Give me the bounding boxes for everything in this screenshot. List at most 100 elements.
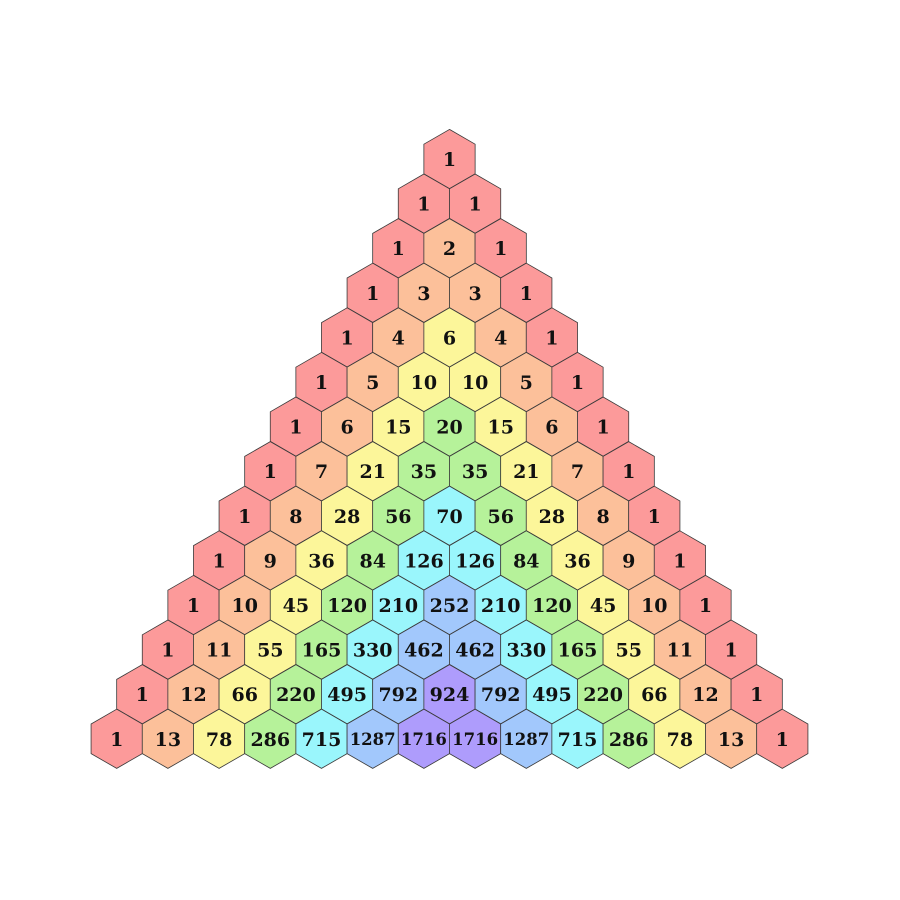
hex-value-label: 10 xyxy=(462,372,488,394)
hex-value-label: 1 xyxy=(110,729,123,751)
hex-value-label: 1 xyxy=(468,194,481,216)
hex-value-label: 252 xyxy=(430,595,470,617)
hex-cell: 165 xyxy=(295,619,348,680)
hex-value-label: 495 xyxy=(532,684,572,706)
hex-value-label: 1 xyxy=(315,372,328,394)
hex-value-label: 55 xyxy=(615,640,641,662)
hex-value-label: 2 xyxy=(443,238,456,260)
hex-cell: 220 xyxy=(577,664,630,725)
hex-cell: 15 xyxy=(372,396,425,457)
hex-value-label: 1 xyxy=(238,506,251,528)
hex-cell: 28 xyxy=(321,485,374,546)
hex-value-label: 28 xyxy=(334,506,360,528)
hex-cell: 462 xyxy=(397,619,450,680)
hex-cell: 1 xyxy=(269,396,322,457)
hex-value-label: 9 xyxy=(622,550,635,572)
hex-cell: 1716 xyxy=(397,708,450,769)
hex-value-label: 220 xyxy=(276,684,316,706)
hex-value-label: 21 xyxy=(359,461,385,483)
hex-value-label: 1 xyxy=(443,149,456,171)
hex-cell: 10 xyxy=(397,351,450,413)
hex-value-label: 1 xyxy=(366,283,379,305)
hex-cell: 1 xyxy=(449,173,502,234)
hex-value-label: 66 xyxy=(641,684,667,706)
hex-value-label: 5 xyxy=(366,372,379,394)
hex-value-label: 1287 xyxy=(350,730,396,750)
hex-cell: 66 xyxy=(218,664,271,725)
hex-value-label: 1 xyxy=(340,327,353,349)
hex-value-label: 330 xyxy=(353,640,393,662)
hex-value-label: 56 xyxy=(487,506,513,528)
hex-value-label: 3 xyxy=(417,283,430,305)
hex-value-label: 45 xyxy=(283,595,309,617)
hex-value-label: 1 xyxy=(417,194,430,216)
hex-value-label: 330 xyxy=(506,640,546,662)
hex-cell: 1 xyxy=(474,218,527,279)
hex-value-label: 792 xyxy=(378,684,418,706)
hex-value-label: 715 xyxy=(558,729,598,751)
hex-cell: 55 xyxy=(244,619,297,680)
hex-value-label: 56 xyxy=(385,506,411,528)
hex-value-label: 10 xyxy=(641,595,667,617)
hex-value-label: 1 xyxy=(596,417,609,439)
hex-cell: 7 xyxy=(295,441,348,502)
hex-cell: 78 xyxy=(653,708,706,769)
hex-value-label: 84 xyxy=(513,550,539,572)
hex-cell: 1 xyxy=(346,262,399,323)
hex-cell: 4 xyxy=(474,307,527,368)
hex-cell: 84 xyxy=(500,530,553,591)
hex-value-label: 9 xyxy=(264,550,277,572)
hex-cell: 10 xyxy=(628,574,681,636)
hex-value-label: 1 xyxy=(699,595,712,617)
hex-value-label: 1 xyxy=(289,417,302,439)
hex-value-label: 12 xyxy=(180,684,206,706)
hex-cell: 21 xyxy=(346,441,399,502)
hex-cell: 13 xyxy=(141,708,194,769)
hex-cell: 10 xyxy=(218,574,271,636)
hex-value-label: 84 xyxy=(359,550,385,572)
hex-cell: 286 xyxy=(602,708,655,769)
hex-value-label: 13 xyxy=(718,729,744,751)
hex-value-label: 462 xyxy=(455,640,495,662)
hex-cell: 792 xyxy=(474,664,527,725)
hex-value-label: 45 xyxy=(590,595,616,617)
hex-value-label: 35 xyxy=(462,461,488,483)
hex-value-label: 1 xyxy=(494,238,507,260)
hex-value-label: 70 xyxy=(436,506,462,528)
hex-cell: 10 xyxy=(449,351,502,413)
hex-value-label: 8 xyxy=(289,506,302,528)
hex-value-label: 286 xyxy=(609,729,649,751)
hex-value-label: 13 xyxy=(155,729,181,751)
hex-value-label: 924 xyxy=(430,684,470,706)
hex-cell: 1 xyxy=(295,351,348,413)
hex-value-label: 120 xyxy=(327,595,367,617)
hex-cell: 1 xyxy=(730,664,783,725)
hex-cell: 462 xyxy=(449,619,502,680)
hex-cell: 210 xyxy=(474,574,527,636)
hex-cell: 286 xyxy=(244,708,297,769)
hex-value-label: 1 xyxy=(161,640,174,662)
hex-value-label: 210 xyxy=(481,595,521,617)
hex-cell: 12 xyxy=(679,664,732,725)
hex-cell: 1 xyxy=(756,708,809,769)
hex-cell: 1716 xyxy=(449,708,502,769)
hex-value-label: 7 xyxy=(571,461,584,483)
hex-value-label: 15 xyxy=(385,417,411,439)
hex-cell: 11 xyxy=(193,619,246,680)
hex-value-label: 210 xyxy=(378,595,418,617)
hex-value-label: 8 xyxy=(596,506,609,528)
hex-value-label: 21 xyxy=(513,461,539,483)
hex-value-label: 286 xyxy=(250,729,290,751)
hex-cell: 20 xyxy=(423,396,476,457)
hex-value-label: 1 xyxy=(264,461,277,483)
hex-value-label: 6 xyxy=(340,417,353,439)
hex-value-label: 1716 xyxy=(401,730,447,750)
hex-value-label: 20 xyxy=(436,417,462,439)
hex-value-label: 1 xyxy=(724,640,737,662)
hex-cell: 21 xyxy=(500,441,553,502)
hex-cell: 1 xyxy=(628,485,681,546)
hex-value-label: 165 xyxy=(302,640,342,662)
hex-value-label: 1 xyxy=(648,506,661,528)
hex-value-label: 120 xyxy=(532,595,572,617)
